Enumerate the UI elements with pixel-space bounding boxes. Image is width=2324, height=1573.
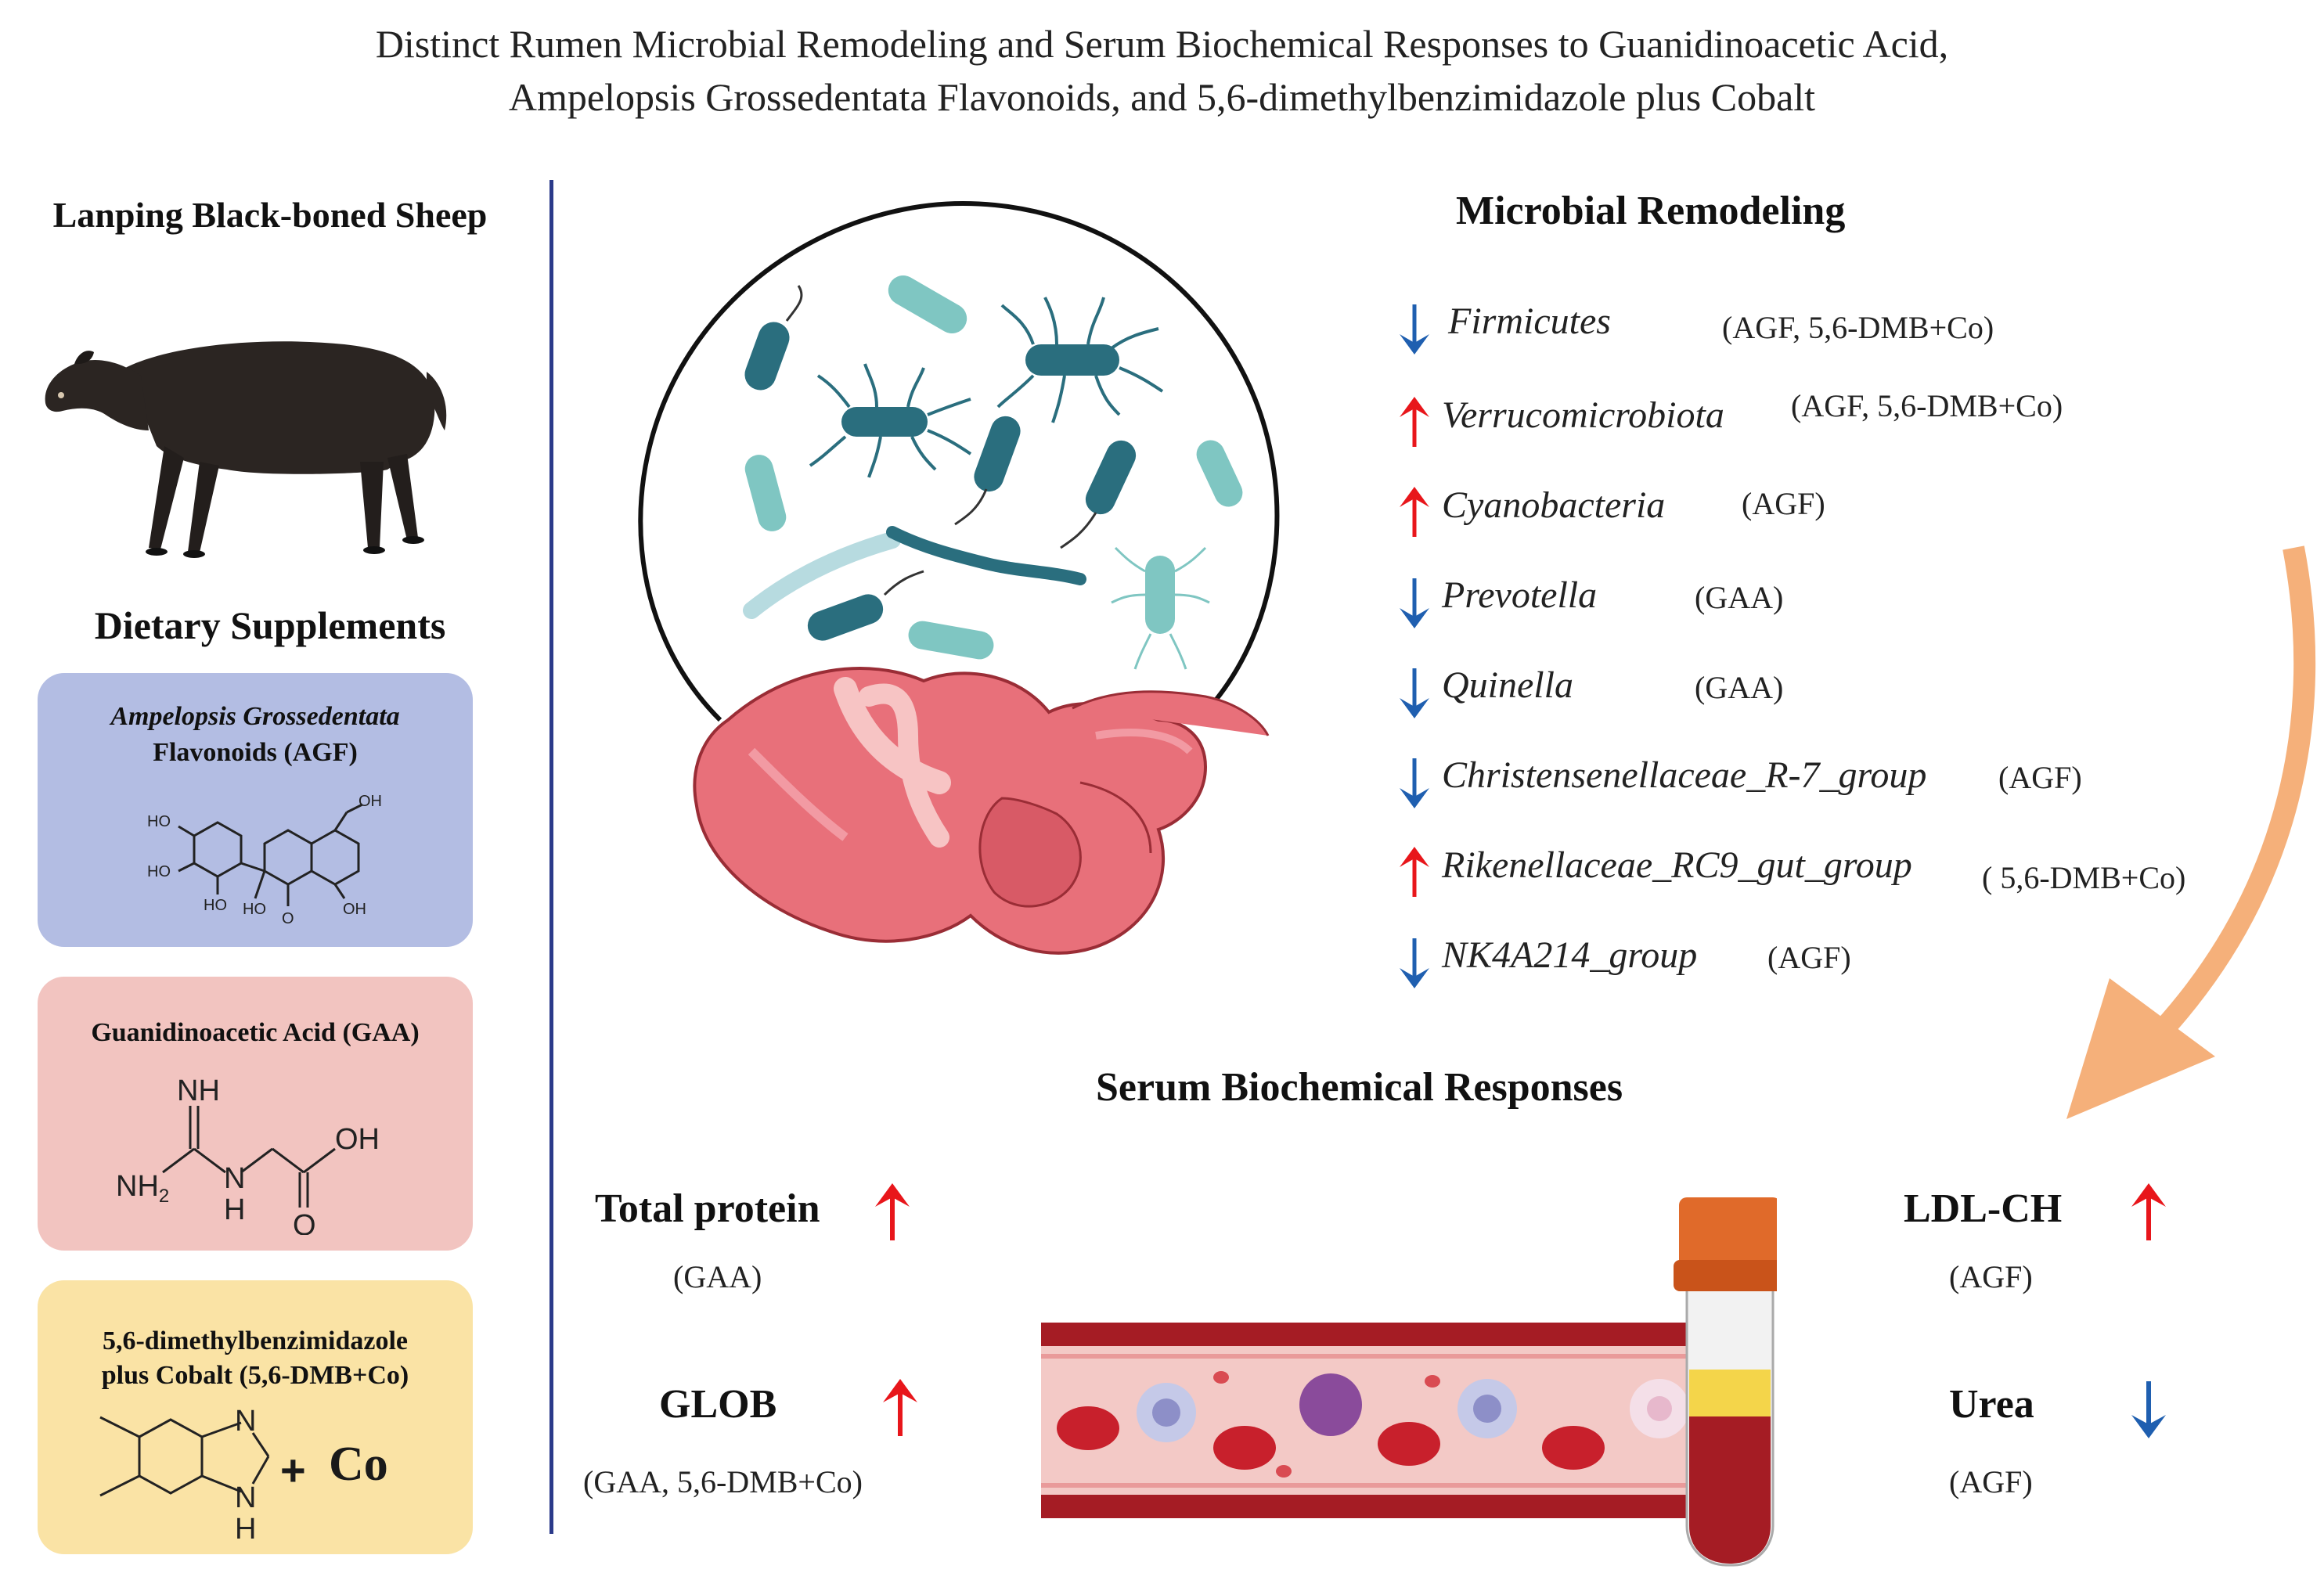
agf-o: O — [282, 910, 294, 927]
taxon-group: (GAA) — [1695, 670, 1784, 705]
taxon-name: Christensenellaceae_R-7_group — [1442, 754, 1927, 796]
taxon-name: Rikenellaceae_RC9_gut_group — [1442, 844, 1912, 886]
serum-header: Serum Biochemical Responses — [1096, 1065, 1623, 1110]
taxon-name: Prevotella — [1442, 574, 1598, 616]
agf-label-line-1: Ampelopsis Grossedentata — [110, 702, 400, 731]
supplements-header: Dietary Supplements — [94, 603, 446, 647]
flow-arrow — [2066, 545, 2316, 1119]
dmb-n-2: N — [235, 1481, 256, 1514]
blood-vessel-illustration — [1041, 1197, 1777, 1567]
blood-cells — [1057, 1371, 1689, 1478]
taxon-arrow-up-icon — [1400, 487, 1429, 537]
microbial-header: Microbial Remodeling — [1456, 189, 1846, 233]
ldl-label: LDL-CH — [1904, 1186, 2063, 1231]
gaa-structure: NH N H NH2 OH O — [116, 1074, 380, 1235]
dmb-plus: + — [280, 1445, 306, 1495]
bacteria-group — [743, 275, 1243, 670]
taxon-group: (AGF) — [1742, 486, 1825, 521]
gaa-nh: NH — [177, 1074, 220, 1107]
urea-arrow-down-icon — [2131, 1381, 2166, 1438]
gaa-n: N — [224, 1162, 245, 1195]
sheep-illustration — [45, 341, 447, 558]
agf-ho-1: HO — [147, 813, 171, 830]
agf-ho-2: HO — [147, 863, 171, 880]
total-protein-group: (GAA) — [673, 1259, 762, 1294]
agf-label-line-2: Flavonoids (AGF) — [153, 738, 358, 767]
agf-oh-2: OH — [359, 793, 382, 810]
gaa-box: Guanidinoacetic Acid (GAA) NH N H NH2 OH… — [38, 977, 473, 1251]
glob-label: GLOB — [659, 1382, 777, 1427]
taxon-name: Quinella — [1442, 664, 1573, 706]
dmb-n: N — [235, 1405, 256, 1438]
glob-group: (GAA, 5,6-DMB+Co) — [583, 1464, 863, 1499]
dmb-label-line-2: plus Cobalt (5,6-DMB+Co) — [101, 1361, 409, 1390]
dmb-cobalt: Co — [329, 1438, 388, 1491]
gaa-o: O — [293, 1209, 316, 1235]
title-line-2: Ampelopsis Grossedentata Flavonoids, and… — [508, 75, 1816, 119]
taxon-group: (AGF, 5,6-DMB+Co) — [1791, 388, 2063, 423]
taxon-group: (AGF, 5,6-DMB+Co) — [1722, 310, 1994, 345]
taxon-arrow-down-icon — [1400, 304, 1429, 355]
dmb-box: 5,6-dimethylbenzimidazole plus Cobalt (5… — [38, 1280, 473, 1554]
agf-ho-4: HO — [243, 901, 266, 918]
sheep-header: Lanping Black-boned Sheep — [52, 195, 488, 235]
gaa-oh: OH — [335, 1123, 380, 1156]
taxon-name: Verrucomicrobiota — [1442, 394, 1724, 436]
agf-structure: HO HO HO HO O OH OH — [147, 793, 382, 927]
gaa-h: H — [224, 1193, 245, 1226]
taxon-arrow-down-icon — [1400, 938, 1429, 988]
urea-group: (AGF) — [1949, 1464, 2033, 1499]
rumen-illustration — [638, 200, 1280, 955]
agf-ho-3: HO — [204, 897, 227, 914]
gaa-label: Guanidinoacetic Acid (GAA) — [91, 1018, 420, 1047]
taxon-arrow-up-icon — [1400, 847, 1429, 897]
taxon-arrow-down-icon — [1400, 668, 1429, 718]
urea-label: Urea — [1949, 1382, 2034, 1427]
ldl-arrow-up-icon — [2131, 1183, 2166, 1240]
glob-arrow-up-icon — [883, 1379, 917, 1436]
total-protein-label: Total protein — [595, 1186, 820, 1231]
taxon-group: ( 5,6-DMB+Co) — [1982, 860, 2186, 895]
taxon-name: Cyanobacteria — [1442, 484, 1666, 526]
dmb-label-line-1: 5,6-dimethylbenzimidazole — [102, 1326, 409, 1355]
column-divider — [549, 180, 553, 1534]
figure-title: Distinct Rumen Microbial Remodeling and … — [0, 17, 2324, 124]
taxon-group: (AGF) — [1767, 940, 1851, 975]
dmb-h: H — [235, 1513, 256, 1546]
agf-box: Ampelopsis Grossedentata Flavonoids (AGF… — [38, 673, 473, 947]
dmb-structure: N N H — [99, 1405, 270, 1546]
ldl-group: (AGF) — [1949, 1259, 2033, 1294]
taxon-arrow-up-icon — [1400, 397, 1429, 447]
taxon-group: (AGF) — [1998, 760, 2082, 795]
taxon-name: Firmicutes — [1448, 301, 1611, 342]
total-protein-arrow-up-icon — [875, 1183, 910, 1240]
taxon-name: NK4A214_group — [1442, 934, 1698, 976]
taxon-arrow-down-icon — [1400, 578, 1429, 628]
taxon-group: (GAA) — [1695, 580, 1784, 615]
title-line-1: Distinct Rumen Microbial Remodeling and … — [375, 22, 1949, 66]
taxon-arrow-down-icon — [1400, 758, 1429, 808]
agf-oh-1: OH — [343, 901, 366, 918]
gaa-nh2: NH2 — [116, 1170, 169, 1207]
